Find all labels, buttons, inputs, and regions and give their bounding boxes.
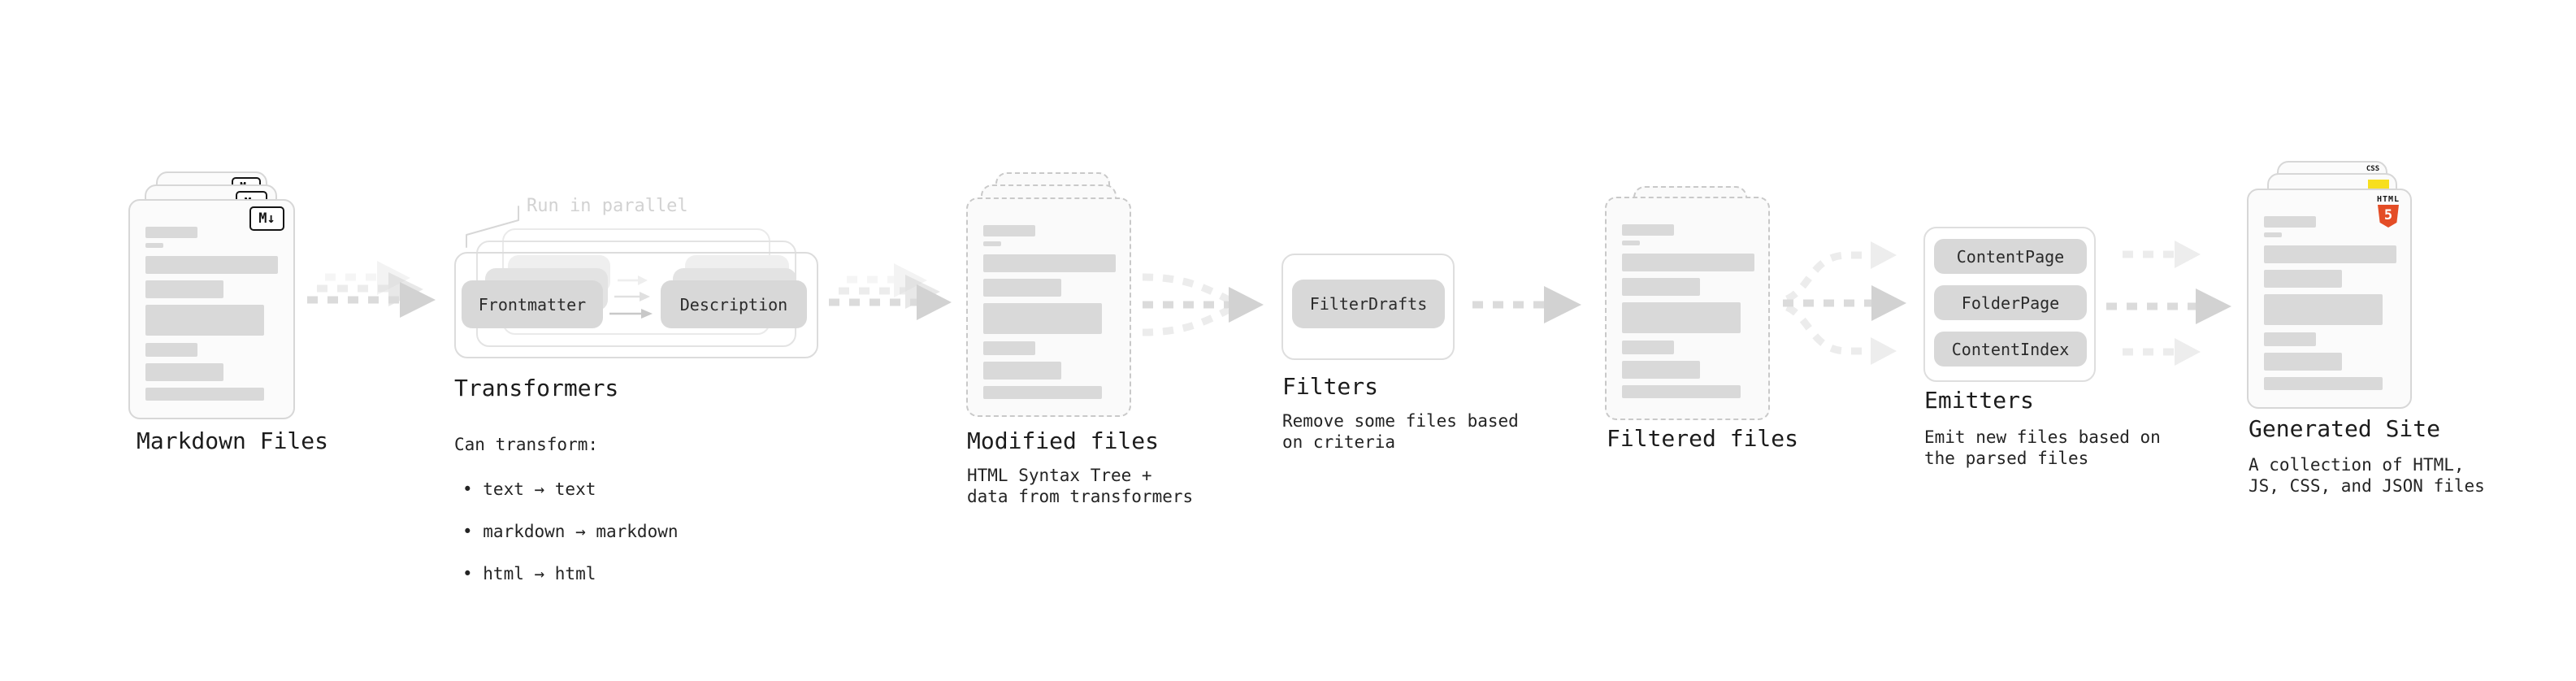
filters-title: Filters	[1282, 373, 1379, 400]
transformers-description: Can transform: • text → text • markdown …	[454, 413, 679, 605]
emitters-title: Emitters	[1924, 387, 2034, 414]
transform-bullet: • html → html	[462, 564, 596, 583]
transform-bullet: • text → text	[462, 479, 596, 499]
arrow-markdown-to-transformers	[307, 261, 436, 318]
filtered-file-card-front	[1605, 197, 1770, 420]
modified-files-subtitle: HTML Syntax Tree + data from transformer…	[967, 466, 1194, 506]
arrow-filtered-to-emitters	[1783, 241, 1906, 365]
doc-line-bar	[145, 280, 223, 298]
doc-line-bar	[1622, 340, 1674, 354]
doc-line-bar	[1622, 361, 1700, 379]
description-pill: Description	[661, 280, 807, 328]
doc-line-bar	[2264, 245, 2396, 263]
generated-site-title: Generated Site	[2249, 415, 2441, 442]
doc-line-bar	[983, 225, 1035, 236]
doc-line-bar	[983, 279, 1061, 297]
doc-line-bar	[2264, 270, 2342, 288]
markdown-file-card-front: M↓	[128, 199, 295, 419]
transform-bullet: • markdown → markdown	[462, 522, 679, 541]
contentpage-pill: ContentPage	[1934, 239, 2087, 274]
frontmatter-pill: Frontmatter	[462, 280, 603, 328]
emitters-box: ContentPage FolderPage ContentIndex	[1923, 227, 2096, 382]
doc-line-bar	[145, 256, 278, 274]
doc-line-bar	[1622, 254, 1754, 271]
arrow-filters-to-filtered	[1472, 286, 1581, 323]
doc-line-bar	[2264, 332, 2316, 346]
filtered-files-title: Filtered files	[1607, 425, 1799, 452]
doc-line-bar	[2264, 294, 2383, 325]
doc-line-bar	[145, 305, 264, 336]
markdown-icon: M↓	[249, 206, 284, 231]
filters-box: FilterDrafts	[1281, 254, 1455, 360]
doc-line-bar	[1622, 278, 1700, 296]
run-in-parallel-note: Run in parallel	[527, 196, 688, 216]
doc-line-bar	[983, 303, 1102, 334]
doc-line-bar	[983, 386, 1102, 399]
doc-line-bar	[983, 254, 1116, 272]
doc-line-bar	[983, 241, 1001, 246]
arrow-transformers-to-modified	[829, 263, 952, 320]
filters-subtitle: Remove some files based on criteria	[1282, 411, 1519, 452]
doc-line-bar	[145, 243, 163, 248]
doc-line-bar	[983, 341, 1035, 355]
html5-word: HTML	[2376, 195, 2400, 204]
doc-line-bar	[145, 343, 197, 357]
filterdrafts-pill: FilterDrafts	[1292, 280, 1445, 328]
doc-line-bar	[1622, 241, 1640, 245]
html5-icon: HTML 5	[2373, 195, 2404, 228]
doc-line-bar	[983, 362, 1061, 380]
generated-site-subtitle: A collection of HTML, JS, CSS, and JSON …	[2249, 455, 2485, 496]
arrow-emitters-to-generated	[2106, 241, 2231, 366]
arrow-modified-to-filters	[1142, 273, 1264, 336]
html5-number: 5	[2383, 206, 2393, 223]
doc-line-bar	[2264, 377, 2383, 390]
modified-files-title: Modified files	[967, 427, 1160, 454]
doc-line-bar	[145, 363, 223, 381]
doc-line-bar	[2264, 353, 2342, 371]
doc-line-bar	[1622, 302, 1741, 333]
modified-file-card-front	[966, 197, 1131, 417]
markdown-files-title: Markdown Files	[137, 427, 329, 454]
generated-html-card: HTML 5	[2247, 189, 2412, 409]
emitters-subtitle: Emit new files based on the parsed files	[1924, 427, 2161, 468]
doc-line-bar	[2264, 232, 2282, 237]
folderpage-pill: FolderPage	[1934, 285, 2087, 320]
doc-line-bar	[1622, 385, 1741, 398]
doc-line-bar	[145, 388, 264, 401]
contentindex-pill: ContentIndex	[1934, 332, 2087, 367]
doc-line-bar	[2264, 216, 2316, 228]
can-transform-heading: Can transform:	[454, 435, 599, 454]
doc-line-bar	[1622, 224, 1674, 236]
transformers-title: Transformers	[454, 375, 619, 401]
doc-line-bar	[145, 227, 197, 238]
transformer-box-front	[454, 252, 818, 358]
html5-shield: 5	[2378, 205, 2399, 228]
